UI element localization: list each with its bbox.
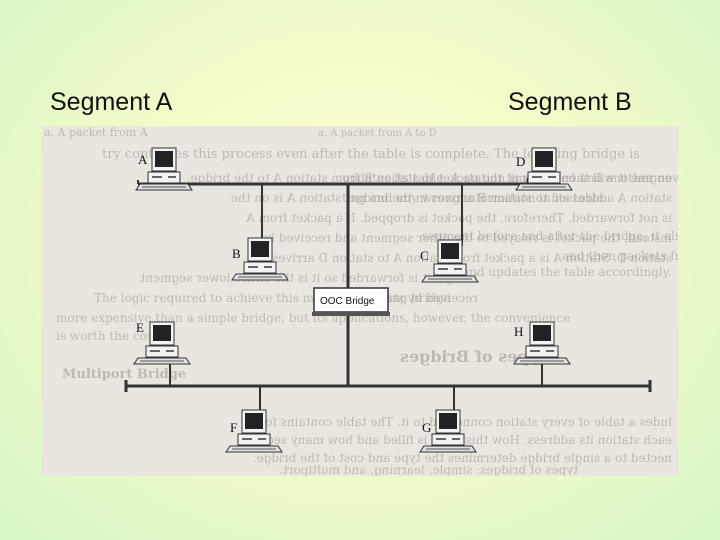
bridge-label: OOC Bridge [320,296,375,307]
bg-mirrored-line: bridge, it is forwarded so it is the ent… [140,271,478,285]
segment-a-label: Segment A [50,88,173,116]
station-b-label: B [232,246,241,261]
bg-fragment: a. A packet from A [44,126,149,139]
bg-line: try continues this process even after th… [102,147,640,162]
station-g-label: G [422,420,431,435]
bg-mirrored-line: nected to a single bridge determines the… [253,451,672,465]
bg-line: and updates the table accordingly. [462,265,672,279]
station-c: C [420,239,479,283]
bg-line: segment before and after the bridge; it … [422,229,678,243]
bg-mirrored-line: each station its address. How this table… [262,433,672,447]
bg-line: and then packets from [562,249,678,263]
bg-mirrored-line: station A addressed to station B arrives… [231,191,672,205]
station-c-label: C [420,248,429,263]
bg-line: updates its table. A station is removed … [342,171,678,185]
station-a-label: A [138,152,148,167]
bg-line: is worth the cost. [56,329,162,343]
bg-heading: Types of Bridges [400,347,548,366]
bg-mirrored-line: types of bridges: simple, learning, and … [279,463,578,476]
bg-fragment: a. A packet from A to D [318,128,437,139]
bg-line: more expensive than a simple bridge, but… [56,311,570,325]
station-b: B [231,237,289,281]
station-h-label: H [514,324,523,339]
station-g: G [419,409,477,453]
bg-mirrored-line: is not forwarded. Therefore, the packet … [246,211,672,225]
station-d: D [515,147,573,191]
station-a: A [135,147,193,191]
bg-mirrored-line: station D. Station A is a packet from st… [256,251,672,265]
bridge: OOC Bridge [312,287,390,316]
station-h: H [513,321,571,365]
network-diagram: a. A packet from A a. A packet from A to… [42,126,678,476]
bg-fragment: Multiport Bridge [62,367,186,382]
bg-mirrored-line: instead, the packet is relayed to the ot… [260,231,672,245]
bg-line: ting and any wrong information in its ta… [342,191,608,205]
station-f: F [225,409,283,453]
bg-mirrored-line: ludes a table of every station connected… [259,415,672,429]
station-d-label: D [516,154,525,169]
station-e-label: E [136,320,144,335]
station-f-label: F [230,420,237,435]
station-e: E [133,320,191,365]
segment-b-label: Segment B [508,88,632,116]
bridge-box [313,287,389,313]
